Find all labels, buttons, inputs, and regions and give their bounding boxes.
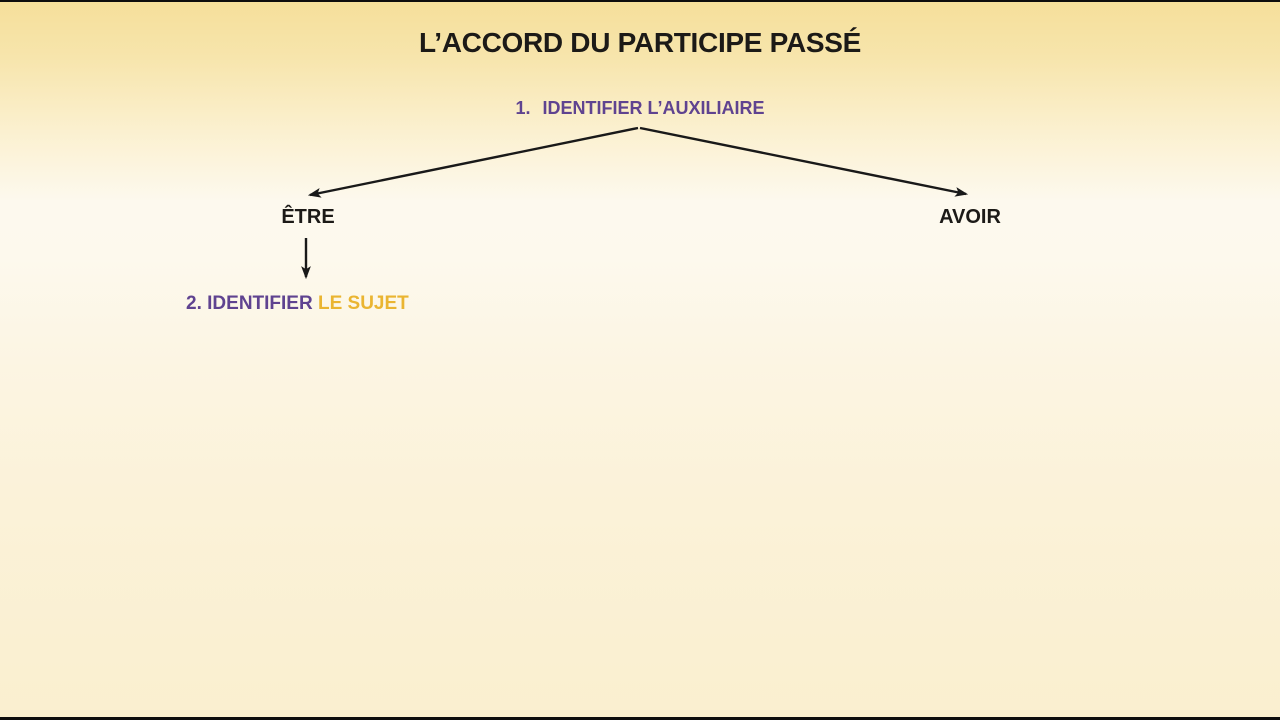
slide-title: L’ACCORD DU PARTICIPE PASSÉ (418, 27, 862, 58)
step1-label: IDENTIFIER L’AUXILIAIRE (542, 98, 765, 118)
arrow-to-etre (307, 126, 639, 198)
step2-number: 2. (186, 293, 202, 314)
letterbox-bar-top (0, 0, 1280, 2)
step1-number: 1. (515, 98, 531, 118)
branch-label-avoir: AVOIR (939, 206, 1001, 228)
arrow-to-avoir (639, 126, 969, 197)
step1-heading: 1. IDENTIFIER L’AUXILIAIRE (0, 98, 1280, 119)
step2-heading: 2. IDENTIFIER LE SUJET (186, 293, 409, 315)
letterbox-bar-bottom (0, 717, 1280, 720)
branch-label-etre: ÊTRE (281, 206, 335, 228)
step2-highlight: LE SUJET (317, 293, 409, 314)
step2-label: IDENTIFIER (207, 293, 313, 314)
